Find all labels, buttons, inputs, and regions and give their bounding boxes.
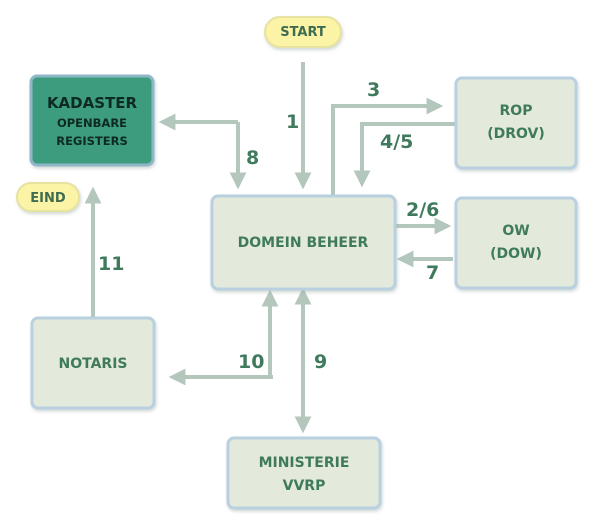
ministerie-line-2: VVRP [283, 478, 326, 494]
step-11-label: 11 [98, 253, 124, 275]
end-label: EIND [30, 191, 66, 206]
arrows [84, 62, 456, 434]
step-9-label: 9 [314, 351, 327, 373]
arrow-3 [331, 97, 444, 197]
step-7-label: 7 [426, 262, 439, 284]
step-10-label: 10 [238, 351, 264, 373]
step-labels: 1 3 4/5 8 2/6 7 11 10 9 [98, 79, 439, 373]
ministerie-line-1: MINISTERIE [259, 455, 350, 471]
ministerie-box: MINISTERIE VVRP [226, 436, 382, 510]
domein-beheer-box: DOMEIN BEHEER [210, 194, 397, 291]
step-1-label: 1 [286, 111, 299, 133]
end-terminal: EIND [16, 182, 80, 212]
step-2-6-label: 2/6 [406, 199, 439, 221]
step-3-label: 3 [367, 79, 380, 101]
kadaster-line-2: OPENBARE [57, 116, 127, 130]
kadaster-box: KADASTER OPENBARE REGISTERS [29, 74, 155, 167]
ow-line-2: (DOW) [490, 246, 542, 262]
notaris-box: NOTARIS [30, 316, 156, 410]
start-terminal: START [264, 16, 342, 48]
step-8-label: 8 [246, 147, 259, 169]
rop-line-1: ROP [500, 103, 533, 119]
notaris-line-1: NOTARIS [59, 356, 128, 372]
kadaster-line-3: REGISTERS [56, 134, 128, 148]
ow-line-1: OW [502, 223, 529, 239]
rop-box: ROP (DROV) [454, 76, 578, 170]
arrow-4-5 [353, 122, 456, 188]
domein-line-1: DOMEIN BEHEER [238, 235, 369, 251]
kadaster-line-1: KADASTER [47, 94, 138, 112]
rop-line-2: (DROV) [487, 126, 545, 142]
ow-box: OW (DOW) [454, 196, 578, 290]
start-label: START [280, 25, 326, 40]
step-4-5-label: 4/5 [380, 131, 413, 153]
arrow-10 [261, 289, 279, 379]
